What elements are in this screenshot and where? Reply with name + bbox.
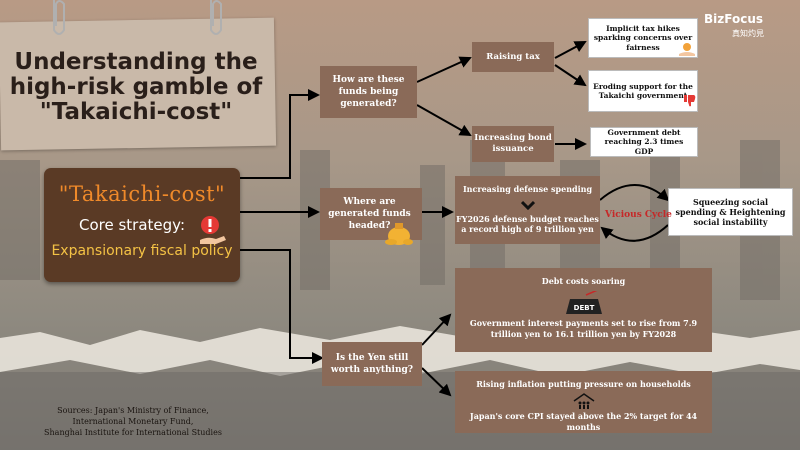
thumbs-down-icon	[684, 95, 696, 107]
debt-title: Debt costs soaring	[541, 276, 626, 286]
branch-defense-spending: Increasing defense spending FY2026 defen…	[455, 176, 600, 244]
vicious-cycle-label: Vicious Cycle	[605, 210, 672, 220]
question-funds-generated: How are these funds being generated?	[320, 66, 417, 118]
debt-icon-text: DEBT	[573, 304, 594, 312]
page-title: Understanding the high-risk gamble of "T…	[9, 49, 263, 125]
down-chevron-icon	[520, 200, 535, 210]
family-house-icon	[573, 393, 594, 409]
tax-hand-icon	[679, 43, 695, 56]
branch-raising-tax: Raising tax	[472, 42, 554, 72]
core-name: "Takaichi-cost"	[58, 182, 226, 206]
debt-detail: Government interest payments set to rise…	[469, 318, 698, 339]
core-strategy-label: Core strategy:	[78, 216, 185, 234]
sources-note: Sources: Japan's Ministry of Finance, In…	[44, 406, 222, 437]
branch-bond-issuance: Increasing bond issuance	[472, 126, 554, 162]
brand-logo: BizFocus	[704, 12, 763, 26]
outcome-tax-hikes: Implicit tax hikes sparking concerns ove…	[588, 18, 698, 58]
inflation-title: Rising inflation putting pressure on hou…	[476, 379, 691, 389]
money-bag-icon	[385, 223, 413, 245]
outcome-social: Squeezing social spending & Heightening …	[668, 188, 793, 236]
defense-detail: FY2026 defense budget reaches a record h…	[456, 214, 599, 234]
paperclip-icon	[210, 0, 222, 35]
defense-title: Increasing defense spending	[462, 184, 593, 194]
outcome-eroding-support: Eroding support for the Takaichi governm…	[588, 70, 698, 112]
brand-logo-subtext: 真知灼見	[732, 29, 764, 38]
inflation-detail: Japan's core CPI stayed above the 2% tar…	[469, 411, 698, 432]
core-strategy-value: Expansionary fiscal policy	[51, 243, 233, 259]
outcome-government-debt: Government debt reaching 2.3 times GDP	[590, 127, 698, 157]
branch-rising-inflation: Rising inflation putting pressure on hou…	[455, 371, 712, 433]
branch-debt-costs: Debt costs soaring DEBT Government inter…	[455, 268, 712, 352]
debt-weight-icon: DEBT	[565, 291, 602, 314]
question-yen-worth: Is the Yen still worth anything?	[322, 342, 422, 386]
warning-hand-icon	[200, 216, 226, 244]
paperclip-icon	[53, 0, 65, 35]
